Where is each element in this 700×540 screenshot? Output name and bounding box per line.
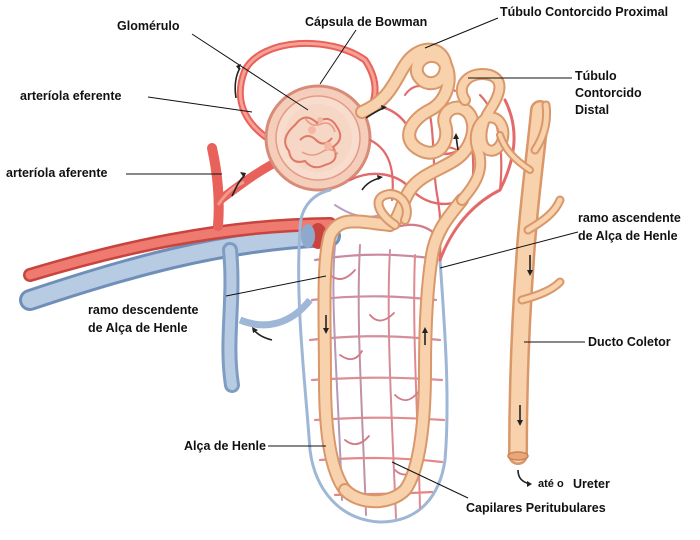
collecting-duct [496, 100, 565, 465]
label-arteriola-aferente: arteríola aferente [6, 166, 107, 180]
label-ramo-descendente-2: de Alça de Henle [88, 321, 188, 335]
label-capsula-bowman: Cápsula de Bowman [305, 15, 427, 29]
descending-limb [317, 214, 397, 497]
label-tubulo-distal-3: Distal [575, 103, 609, 117]
label-arteriola-eferente: arteríola eferente [20, 89, 121, 103]
label-alca-henle: Alça de Henle [184, 439, 266, 453]
glomerulus [284, 104, 352, 172]
label-tubulo-distal-1: Túbulo [575, 69, 617, 83]
label-ducto-coletor: Ducto Coletor [588, 335, 671, 349]
label-glomerulo: Glomérulo [117, 19, 180, 33]
proximal-tubule [355, 42, 481, 232]
label-ramo-descendente-1: ramo descendente [88, 303, 199, 317]
tubule-small-loop [373, 189, 412, 230]
label-ureter: Ureter [573, 477, 610, 491]
distal-tubule [455, 68, 510, 206]
label-ramo-ascendente-2: de Alça de Henle [578, 229, 678, 243]
label-capilares-peritubulares: Capilares Peritubulares [466, 501, 606, 515]
leader-lines [126, 17, 585, 499]
flow-arrows [231, 64, 533, 487]
ascending-limb [338, 193, 469, 509]
renal-vein [19, 225, 341, 393]
label-tubulo-distal-2: Contorcido [575, 86, 642, 100]
label-tubulo-proximal: Túbulo Contorcido Proximal [500, 5, 668, 19]
label-ureter-prefix: até o [538, 478, 564, 490]
efferent-arteriole [236, 39, 379, 144]
labels: Glomérulo Cápsula de Bowman Túbulo Conto… [6, 5, 681, 515]
label-ramo-ascendente-1: ramo ascendente [578, 211, 681, 225]
